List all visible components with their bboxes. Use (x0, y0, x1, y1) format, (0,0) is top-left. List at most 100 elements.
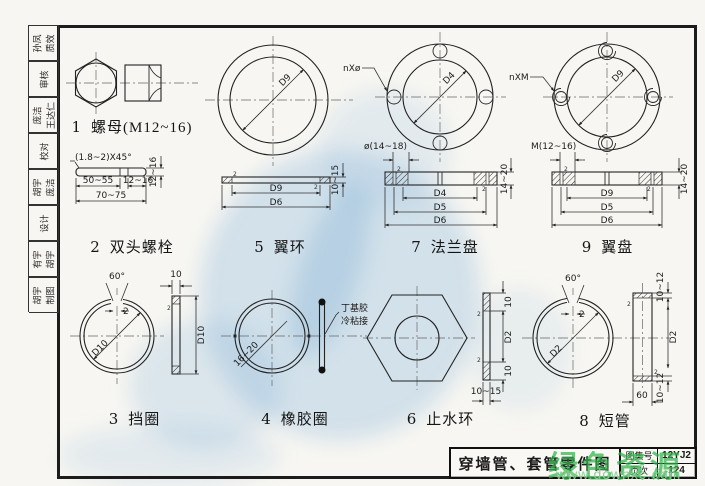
dim-bottom: 10 (504, 365, 514, 377)
part-name: 螺母(M12~16) (91, 120, 193, 136)
part-number: 1 (71, 118, 83, 136)
thickness-mark: 2 (314, 184, 318, 191)
signature-label: 审核 (39, 69, 50, 89)
signature-cell: 审核 (29, 61, 59, 97)
part-number: 6 (406, 410, 418, 428)
dim-mid-dia: D2 (669, 331, 679, 344)
dim-d4: D4 (434, 189, 447, 199)
glue-note-line1: 丁基胶 (341, 302, 368, 314)
dim-gap-width: 2 (579, 310, 585, 320)
part-name: 挡圈 (128, 412, 161, 428)
signature-label: 校对 (39, 141, 50, 161)
dim-pipe-dia: D2 (549, 344, 565, 360)
part-number: 9 (581, 238, 593, 256)
atlas-number-label: 图集号 (621, 449, 658, 463)
page-row: 页次 124 (621, 463, 695, 477)
part-number: 7 (411, 238, 422, 256)
dim-d5: D5 (601, 203, 614, 213)
part9-wing-disc-drawing: D9 nXM 2 2 M(12~16) D9 D5 (509, 32, 690, 228)
dim-left-length: 50~55 (83, 176, 113, 186)
signature-cell: 孙凤 质效 (29, 25, 59, 61)
section-view: 2 2 D9 D6 10~15 (221, 163, 346, 210)
dim-d6: D6 (601, 216, 614, 226)
part-name: 翼环 (273, 240, 306, 256)
dim-d9: D9 (601, 189, 614, 199)
signature-label: 设计 (39, 213, 50, 233)
dim-d6: D6 (434, 216, 447, 226)
thickness-mark: 2 (477, 311, 481, 318)
dim-d6: D6 (270, 198, 283, 208)
dim-top: 10~12 (656, 272, 666, 302)
signature-column: 孙凤 质效 审核 庞洁 王达仁 校对 胡宇 庞洁 设计 有宇 胡宇 胡宇 制图 (28, 25, 59, 313)
dim-thickness: 14~20 (680, 164, 690, 195)
dim-stud-dia: 12~16 (149, 157, 159, 188)
front-view (363, 286, 475, 390)
front-view: D9 nXM (509, 32, 673, 162)
signature-name: 胡宇 (45, 249, 56, 269)
signature-label: 制图 (45, 285, 56, 305)
part4-rubber-ring-drawing: 16~20 丁基胶 冷粘接 (221, 290, 368, 386)
signature-name: 庞洁 (32, 105, 43, 125)
dim-ring-dia: D9 (278, 72, 294, 88)
dim-gap-angle: 60° (109, 272, 125, 282)
dim-width: 10 (170, 270, 182, 280)
thickness-mark: 2 (647, 186, 651, 193)
dim-length: 60 (636, 391, 648, 401)
dim-thickness: 10~15 (331, 165, 341, 195)
part-name: 止水环 (426, 412, 475, 428)
thickness-mark: 2 (477, 357, 481, 364)
signature-name: 孙凤 (32, 33, 43, 53)
atlas-number-value: 12YJ2 (662, 450, 691, 462)
signature-name: 胡宇 (32, 285, 43, 305)
dim-d5: D5 (434, 203, 447, 213)
part2-stud-drawing: (1.8~2)X45° 50~55 12~16 70~75 12~16 (70, 153, 164, 204)
thickness-mark: 2 (397, 166, 401, 173)
page-number-value: 124 (668, 464, 685, 476)
thickness-mark: 2 (482, 186, 486, 193)
part-name: 翼盘 (601, 240, 634, 256)
part6-caption: 6 止水环 (363, 408, 518, 429)
signature-cell: 有宇 胡宇 (29, 241, 59, 277)
dim-ring-dia: D10 (91, 338, 111, 358)
part-number: 8 (579, 412, 590, 430)
signature-cell: 庞洁 王达仁 (29, 97, 59, 133)
dim-gap-angle: 60° (565, 274, 581, 284)
dim-side-dia: D10 (197, 326, 207, 345)
side-view (124, 64, 162, 102)
bolt-holes-label: nXø (343, 64, 361, 74)
section-view: 2 2 M(12~16) D9 D5 D6 14~20 (531, 142, 690, 228)
part5-wing-ring-drawing: D9 2 2 D9 D6 10~15 (205, 36, 353, 210)
front-view: D4 nXø (343, 32, 506, 162)
signature-cell: 设计 (29, 205, 59, 241)
dim-total-length: 70~75 (96, 191, 126, 201)
title-block: 穿墙管、套管零件图 图集号 12YJ2 页次 124 (449, 447, 697, 479)
part-name: 短管 (598, 414, 631, 430)
dim-pipe-dia: D2 (504, 331, 514, 344)
dim-thickness: 14~20 (500, 164, 510, 195)
section-view: 2 2 ø(14~18) D4 D5 D6 14~20 (364, 142, 514, 228)
part8-caption: 8 短管 (520, 410, 690, 431)
side-view: 2 10 D10 (160, 270, 207, 375)
thickness-mark: 2 (167, 305, 171, 312)
title-block-right: 图集号 12YJ2 页次 124 (619, 449, 695, 477)
thickness-mark: 2 (627, 301, 631, 308)
thickness-mark: 2 (564, 166, 568, 173)
dim-d9: D9 (270, 184, 283, 194)
section-view: 2 2 10~12 D2 10~12 60 (622, 272, 679, 406)
signature-name: 庞洁 (45, 177, 56, 197)
drawing-title: 穿墙管、套管零件图 (458, 456, 612, 473)
thickness-mark: 2 (233, 171, 237, 178)
atlas-row: 图集号 12YJ2 (621, 449, 695, 464)
signature-name: 胡宇 (32, 177, 43, 197)
signature-cell: 胡宇 制图 (29, 277, 59, 313)
signature-label: 质效 (45, 33, 56, 53)
dim-width: 10~15 (471, 387, 501, 397)
part-name: 法兰盘 (430, 240, 479, 256)
part1-nut-drawing (66, 52, 198, 114)
part-number: 2 (90, 238, 101, 256)
